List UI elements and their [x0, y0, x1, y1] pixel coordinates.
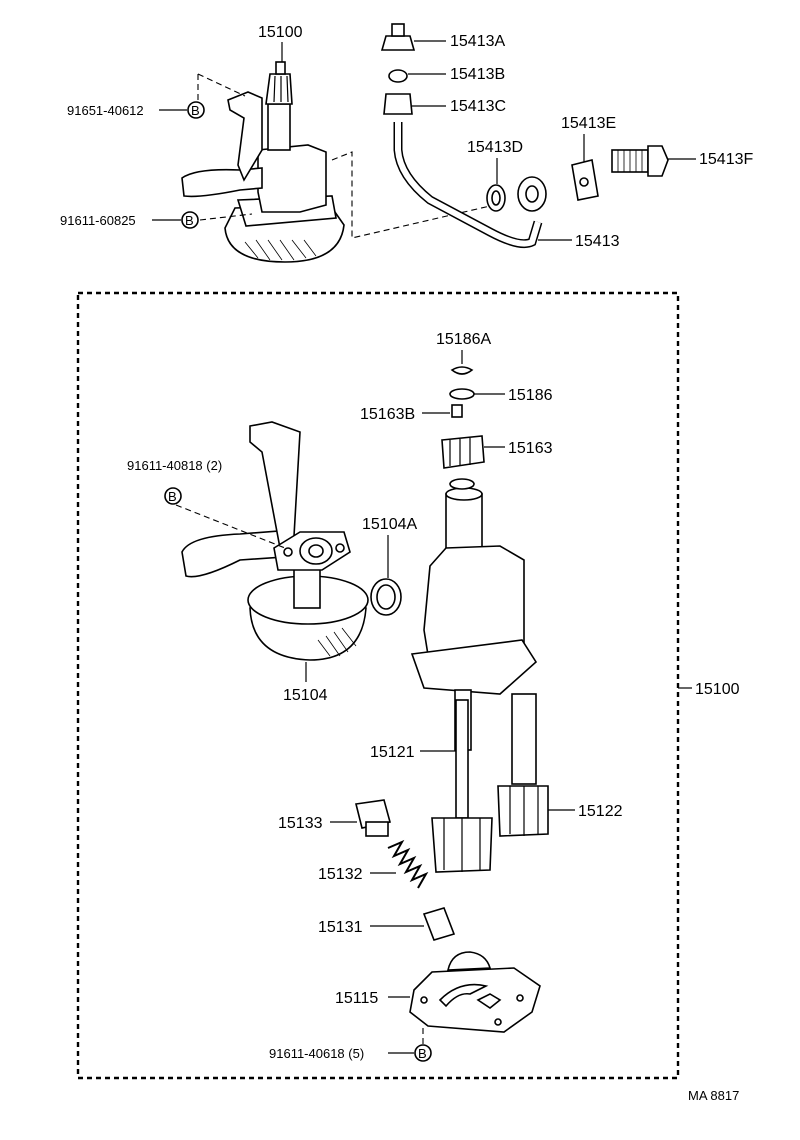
oil-strainer-15104-drawing — [181, 421, 369, 661]
label-15413: 15413 — [575, 233, 620, 250]
label-15121: 15121 — [370, 744, 415, 761]
piston-15131-drawing — [422, 907, 456, 941]
svg-text:B: B — [191, 103, 200, 118]
label-15133: 15133 — [278, 815, 323, 832]
svg-text:B: B — [168, 489, 177, 504]
pump-body-drawing — [410, 487, 538, 751]
top-pump-assembly-drawing — [181, 61, 491, 263]
label-15122: 15122 — [578, 803, 623, 820]
label-15132: 15132 — [318, 866, 363, 883]
washer-15186-drawing — [449, 388, 475, 400]
spring-15132-drawing — [387, 839, 429, 889]
label-top-pump-assy: 15100 — [258, 24, 303, 41]
label-15186A: 15186A — [436, 331, 491, 348]
label-bolt-91651-40612: 91651-40612 — [67, 103, 144, 118]
label-15186: 15186 — [508, 387, 553, 404]
callout-b-icon: B — [187, 101, 205, 119]
label-15131: 15131 — [318, 919, 363, 936]
label-bolt-91611-40618: 91611-40618 (5) — [269, 1046, 364, 1061]
label-15413F: 15413F — [699, 151, 753, 168]
label-15413B: 15413B — [450, 66, 505, 83]
label-frame-assy: 15100 — [695, 681, 740, 698]
driven-rotor-15122-drawing — [497, 693, 549, 837]
drawing-code: MA 8817 — [688, 1088, 739, 1103]
svg-text:B: B — [185, 213, 194, 228]
label-15413D: 15413D — [467, 139, 523, 156]
label-15413C: 15413C — [450, 98, 506, 115]
label-15104A: 15104A — [362, 516, 417, 533]
exploded-view-frame — [76, 291, 680, 1080]
label-15115: 15115 — [335, 990, 378, 1007]
svg-text:B: B — [418, 1046, 427, 1061]
clip-15186A-drawing — [450, 366, 474, 375]
drive-shaft-15121-drawing — [431, 699, 493, 873]
oil-tube-15413-drawing — [380, 23, 669, 249]
label-15163B: 15163B — [360, 406, 415, 423]
callout-b-icon: B — [164, 487, 182, 505]
label-15104: 15104 — [283, 687, 328, 704]
gear-15163-drawing — [441, 435, 485, 490]
label-15163: 15163 — [508, 440, 553, 457]
label-bolt-91611-40818: 91611-40818 (2) — [127, 458, 222, 473]
callout-b-icon: B — [181, 211, 199, 229]
label-bolt-91611-60825: 91611-60825 — [60, 213, 136, 228]
label-15413E: 15413E — [561, 115, 616, 132]
label-15413A: 15413A — [450, 33, 505, 50]
callout-b-icon: B — [414, 1044, 432, 1062]
pin-15163B-drawing — [451, 404, 463, 418]
plug-15133-drawing — [355, 799, 391, 837]
pump-cover-15115-drawing — [409, 951, 541, 1033]
